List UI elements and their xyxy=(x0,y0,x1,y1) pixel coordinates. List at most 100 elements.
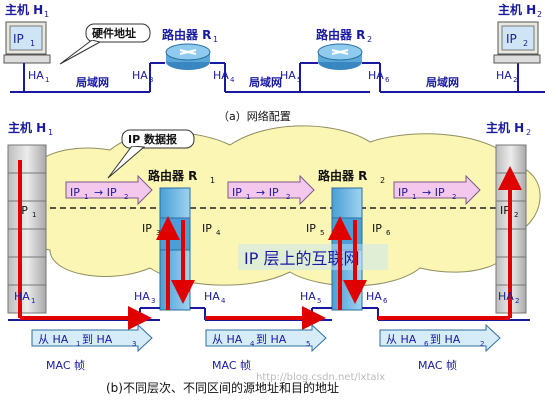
panel-a-ha-subscript: 3 xyxy=(149,76,153,84)
ip-flow-src: IP xyxy=(398,186,408,199)
panel-a-ha-label: HA xyxy=(28,69,44,82)
ip-address-subscript: 1 xyxy=(32,211,36,219)
panel-a-lans xyxy=(10,62,545,93)
panel-a-ha-subscript: 6 xyxy=(385,76,390,84)
host2-subscript: 2 xyxy=(537,10,542,19)
panel-a-ha-label: HA xyxy=(213,69,229,82)
panel-b-ha-subscript: 3 xyxy=(151,297,155,305)
ip-flow-arrow: IP 1 → IP 2 xyxy=(227,174,315,206)
panel-b-ha-subscript: 5 xyxy=(317,297,321,305)
ip-address-subscript: 3 xyxy=(156,229,160,237)
ip-address-subscript: 6 xyxy=(386,229,391,237)
mac-frame-to: 到 HA xyxy=(82,333,113,346)
ip-address-label: IP xyxy=(500,204,510,217)
host1-subscript: 1 xyxy=(44,10,49,19)
panel-b-ha-label: HA xyxy=(14,290,30,303)
b-host2-label: 主机 H xyxy=(486,120,524,135)
host1-label: 主机 H xyxy=(5,2,43,17)
panel-b-caption: (b)不同层次、不同区间的源地址和目的地址 xyxy=(106,380,339,395)
host1-protocol-stack xyxy=(7,144,47,314)
ip-flow-arrow: IP 1 → IP 2 xyxy=(393,174,481,206)
ip-address-label: IP xyxy=(372,222,382,235)
ip-datagram-callout xyxy=(107,129,195,179)
panel-a-ha-subscript: 1 xyxy=(45,76,49,84)
router1-subscript: 1 xyxy=(213,35,218,44)
router2-label: 路由器 R xyxy=(316,27,365,42)
hardware-address-callout xyxy=(59,23,151,65)
panel-a-ha-label: HA xyxy=(132,69,148,82)
panel-a-ha-subscript: 2 xyxy=(513,76,517,84)
ip-flow-src-subscript: 1 xyxy=(246,193,250,201)
internet-label-bg xyxy=(238,244,388,270)
router1-icon xyxy=(165,43,211,70)
b-host2-subscript: 2 xyxy=(526,128,531,137)
b-router2-subscript: 2 xyxy=(380,176,385,185)
panel-a-ha-subscript: 4 xyxy=(230,76,235,84)
mac-frame-to: 到 HA xyxy=(430,333,461,346)
b-router1-subscript: 1 xyxy=(210,176,215,185)
ip-address-subscript: 2 xyxy=(514,211,518,219)
mac-frame-label-1: MAC 帧 xyxy=(46,358,85,372)
ip-flow-src: IP xyxy=(70,186,80,199)
hardware-address-text: 硬件地址 xyxy=(92,26,136,40)
panel-a-ha-subscript: 5 xyxy=(297,76,301,84)
mac-frame-from: 从 HA xyxy=(386,333,417,346)
mac-frame-to-subscript: 5 xyxy=(306,340,310,348)
router2-subscript: 2 xyxy=(367,35,372,44)
host2-computer-icon xyxy=(493,21,541,64)
ip-flow-dst: → IP xyxy=(256,186,279,199)
ip-address-subscript: 5 xyxy=(320,229,324,237)
ip-address-subscript: 4 xyxy=(216,229,221,237)
lan1-label: 局域网 xyxy=(75,75,109,89)
ip2-label: IP xyxy=(506,32,517,46)
ip-datagram-text: IP 数据报 xyxy=(128,132,178,146)
ip-flow-dst: → IP xyxy=(422,186,445,199)
ip-address-label: IP xyxy=(18,204,28,217)
panel-b-ha-label: HA xyxy=(300,290,316,303)
lan2-label: 局域网 xyxy=(248,75,282,89)
panel-a-ha-label: HA xyxy=(368,69,384,82)
mac-frame-to-subscript: 3 xyxy=(132,340,136,348)
ip2-subscript: 2 xyxy=(523,39,528,48)
ip-address-label: IP xyxy=(142,222,152,235)
ip1-label: IP xyxy=(13,32,24,46)
router2-icon xyxy=(317,43,363,70)
ip-address-label: IP xyxy=(306,222,316,235)
packet-path-arrows xyxy=(18,160,522,330)
b-host1-subscript: 1 xyxy=(48,128,53,137)
panel-a-caption: （a）网络配置 xyxy=(218,109,291,123)
b-host1-label: 主机 H xyxy=(8,120,46,135)
panel-b-ha-label: HA xyxy=(498,290,514,303)
b-router2-label: 路由器 R xyxy=(318,168,367,183)
ip-flow-dst-subscript: 2 xyxy=(286,193,290,201)
mac-frame-to: 到 HA xyxy=(256,333,287,346)
lan3-label: 局域网 xyxy=(425,75,459,89)
mac-frame-label-2: MAC 帧 xyxy=(212,358,251,372)
host2-label: 主机 H xyxy=(498,2,536,17)
internet-label: IP 层上的互联网 xyxy=(244,249,359,268)
ip-flow-src-subscript: 1 xyxy=(84,193,88,201)
ip-flow-src: IP xyxy=(232,186,242,199)
ip-flow-dst-subscript: 2 xyxy=(452,193,456,201)
mac-frame-from: 从 HA xyxy=(212,333,243,346)
host1-computer-icon xyxy=(3,21,51,64)
panel-b-ha-label: HA xyxy=(134,290,150,303)
ip-flow-src-subscript: 1 xyxy=(412,193,416,201)
mac-frame-from-subscript: 1 xyxy=(76,340,80,348)
mac-frame-label-3: MAC 帧 xyxy=(418,358,457,372)
ip1-subscript: 1 xyxy=(30,39,35,48)
watermark: http://blog.csdn.net/lxtalx xyxy=(256,372,385,383)
panel-b-ha-subscript: 1 xyxy=(31,297,35,305)
panel-b-ha-subscript: 4 xyxy=(221,297,226,305)
panel-b-ha-subscript: 6 xyxy=(383,297,388,305)
panel-b-ha-label: HA xyxy=(366,290,382,303)
